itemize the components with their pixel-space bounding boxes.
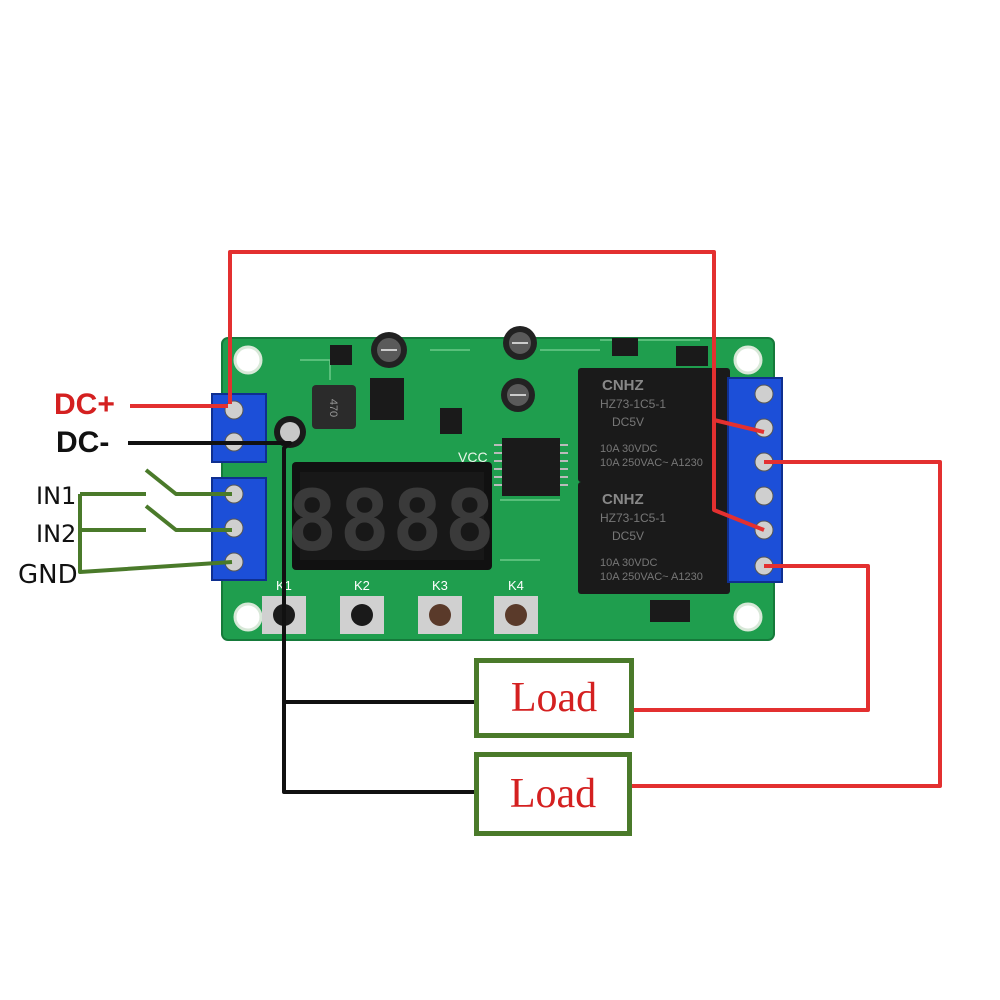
in2-label: IN2 xyxy=(36,520,77,548)
negative-wiring xyxy=(128,441,478,794)
key-button-k4[interactable]: K4 xyxy=(494,578,538,634)
ic-chip xyxy=(612,338,638,356)
mounting-hole xyxy=(233,602,263,632)
relay-1: CNHZ HZ73-1C5-1 DC5V 10A 30VDC 10A 250VA… xyxy=(578,368,730,482)
svg-text:CNHZ: CNHZ xyxy=(602,491,644,508)
mounting-hole xyxy=(233,345,263,375)
dc-minus-label: DC- xyxy=(56,426,110,459)
key-button-k2[interactable]: K2 xyxy=(340,578,384,634)
capacitor xyxy=(501,378,535,412)
svg-text:DC5V: DC5V xyxy=(612,415,644,429)
svg-text:K3: K3 xyxy=(432,578,448,593)
svg-text:HZ73-1C5-1: HZ73-1C5-1 xyxy=(600,511,666,525)
ic-chip xyxy=(650,600,690,622)
svg-text:K4: K4 xyxy=(508,578,524,593)
microcontroller xyxy=(494,438,568,496)
load-box-1: Load xyxy=(474,658,634,738)
seven-segment-display: 8888 xyxy=(287,462,497,570)
capacitor xyxy=(503,326,537,360)
relay-module-board: 470 VCC 8 xyxy=(221,326,775,641)
input-wiring xyxy=(78,468,233,574)
display-digits: 8888 xyxy=(287,472,497,570)
key-button-k3[interactable]: K3 xyxy=(418,578,462,634)
positive-wiring xyxy=(130,250,942,788)
capacitor xyxy=(274,416,306,448)
svg-text:DC5V: DC5V xyxy=(612,529,644,543)
gnd-label: GND xyxy=(18,560,78,590)
load-label-1: Load xyxy=(510,675,598,721)
in1-label: IN1 xyxy=(36,482,77,510)
inductor xyxy=(312,385,356,429)
capacitor xyxy=(371,332,407,368)
svg-text:10A 30VDC: 10A 30VDC xyxy=(600,443,658,455)
ic-chip xyxy=(330,345,352,365)
terminal-block-relays xyxy=(727,377,783,583)
svg-text:CNHZ: CNHZ xyxy=(602,377,644,394)
vcc-label: VCC xyxy=(458,449,488,465)
load-box-2: Load xyxy=(474,752,632,836)
mounting-hole xyxy=(733,602,763,632)
ic-chip xyxy=(440,408,462,434)
load-label-2: Load xyxy=(509,771,597,817)
svg-text:470: 470 xyxy=(327,399,339,417)
ic-chip xyxy=(370,378,404,420)
terminal-block-power xyxy=(211,393,267,463)
mounting-hole xyxy=(733,345,763,375)
relay-2: CNHZ HZ73-1C5-1 DC5V 10A 30VDC 10A 250VA… xyxy=(578,482,730,594)
svg-text:HZ73-1C5-1: HZ73-1C5-1 xyxy=(600,397,666,411)
dc-plus-label: DC+ xyxy=(54,388,115,421)
ic-chip xyxy=(676,346,708,366)
svg-text:10A 250VAC~ A1230: 10A 250VAC~ A1230 xyxy=(600,457,703,469)
svg-text:10A 250VAC~ A1230: 10A 250VAC~ A1230 xyxy=(600,571,703,583)
svg-text:10A 30VDC: 10A 30VDC xyxy=(600,557,658,569)
svg-text:K2: K2 xyxy=(354,578,370,593)
